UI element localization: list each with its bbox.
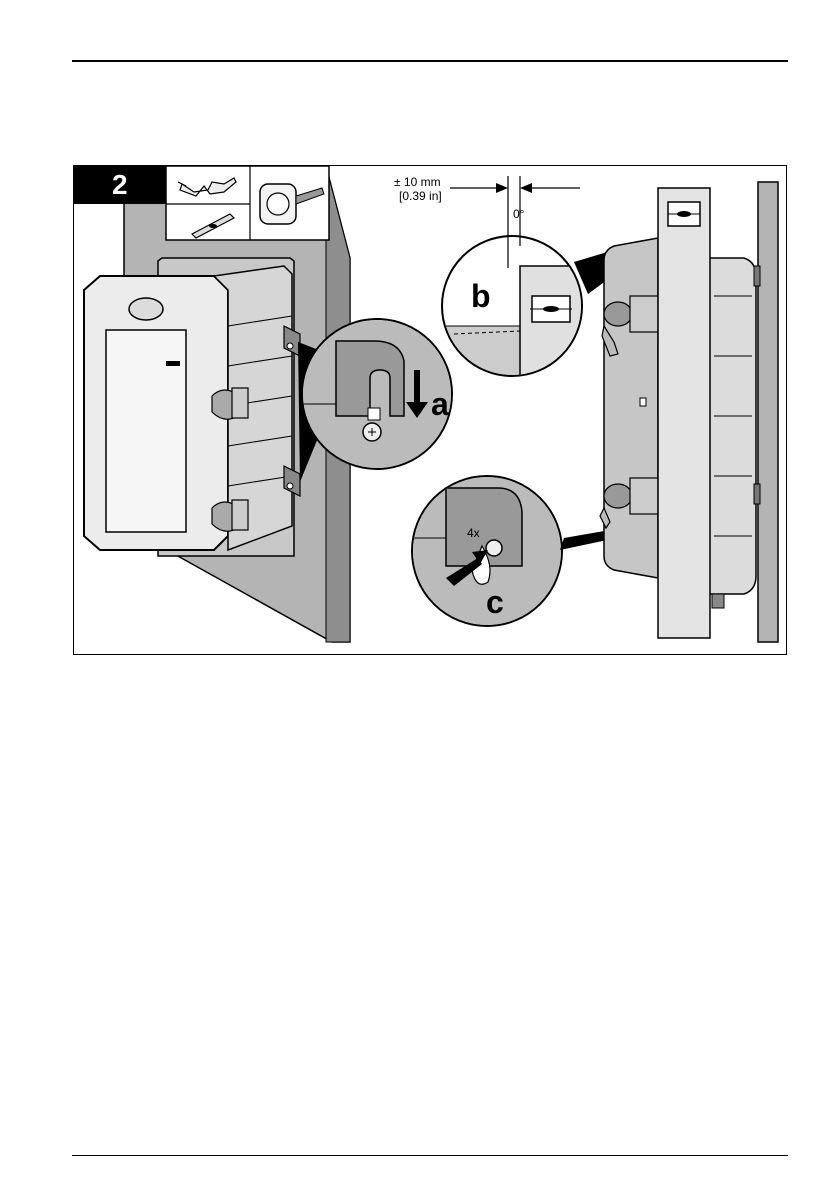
side-wall [758, 182, 778, 642]
bottom-rule [72, 1155, 788, 1156]
quantity-label: 4x [467, 527, 480, 539]
spirit-level [658, 188, 710, 638]
step-a-label: a [431, 388, 449, 420]
side-view [600, 182, 778, 642]
top-rule [72, 60, 788, 62]
step-c-label: c [486, 586, 504, 618]
tool-box [166, 166, 329, 240]
step-b-label: b [471, 280, 491, 312]
tolerance-in-label: [0.39 in] [399, 190, 442, 202]
detail-b [442, 236, 590, 406]
installation-illustration [74, 166, 786, 654]
step-badge: 2 [74, 166, 166, 204]
detail-a [302, 319, 452, 470]
enclosure-left [84, 258, 300, 556]
latch-bottom [212, 500, 248, 531]
latch-top [212, 388, 248, 419]
installation-figure: 2 ± 10 mm [0.39 in] 0° b a 4x c [73, 165, 787, 655]
tolerance-mm-label: ± 10 mm [394, 176, 441, 188]
angle-label: 0° [513, 208, 524, 220]
